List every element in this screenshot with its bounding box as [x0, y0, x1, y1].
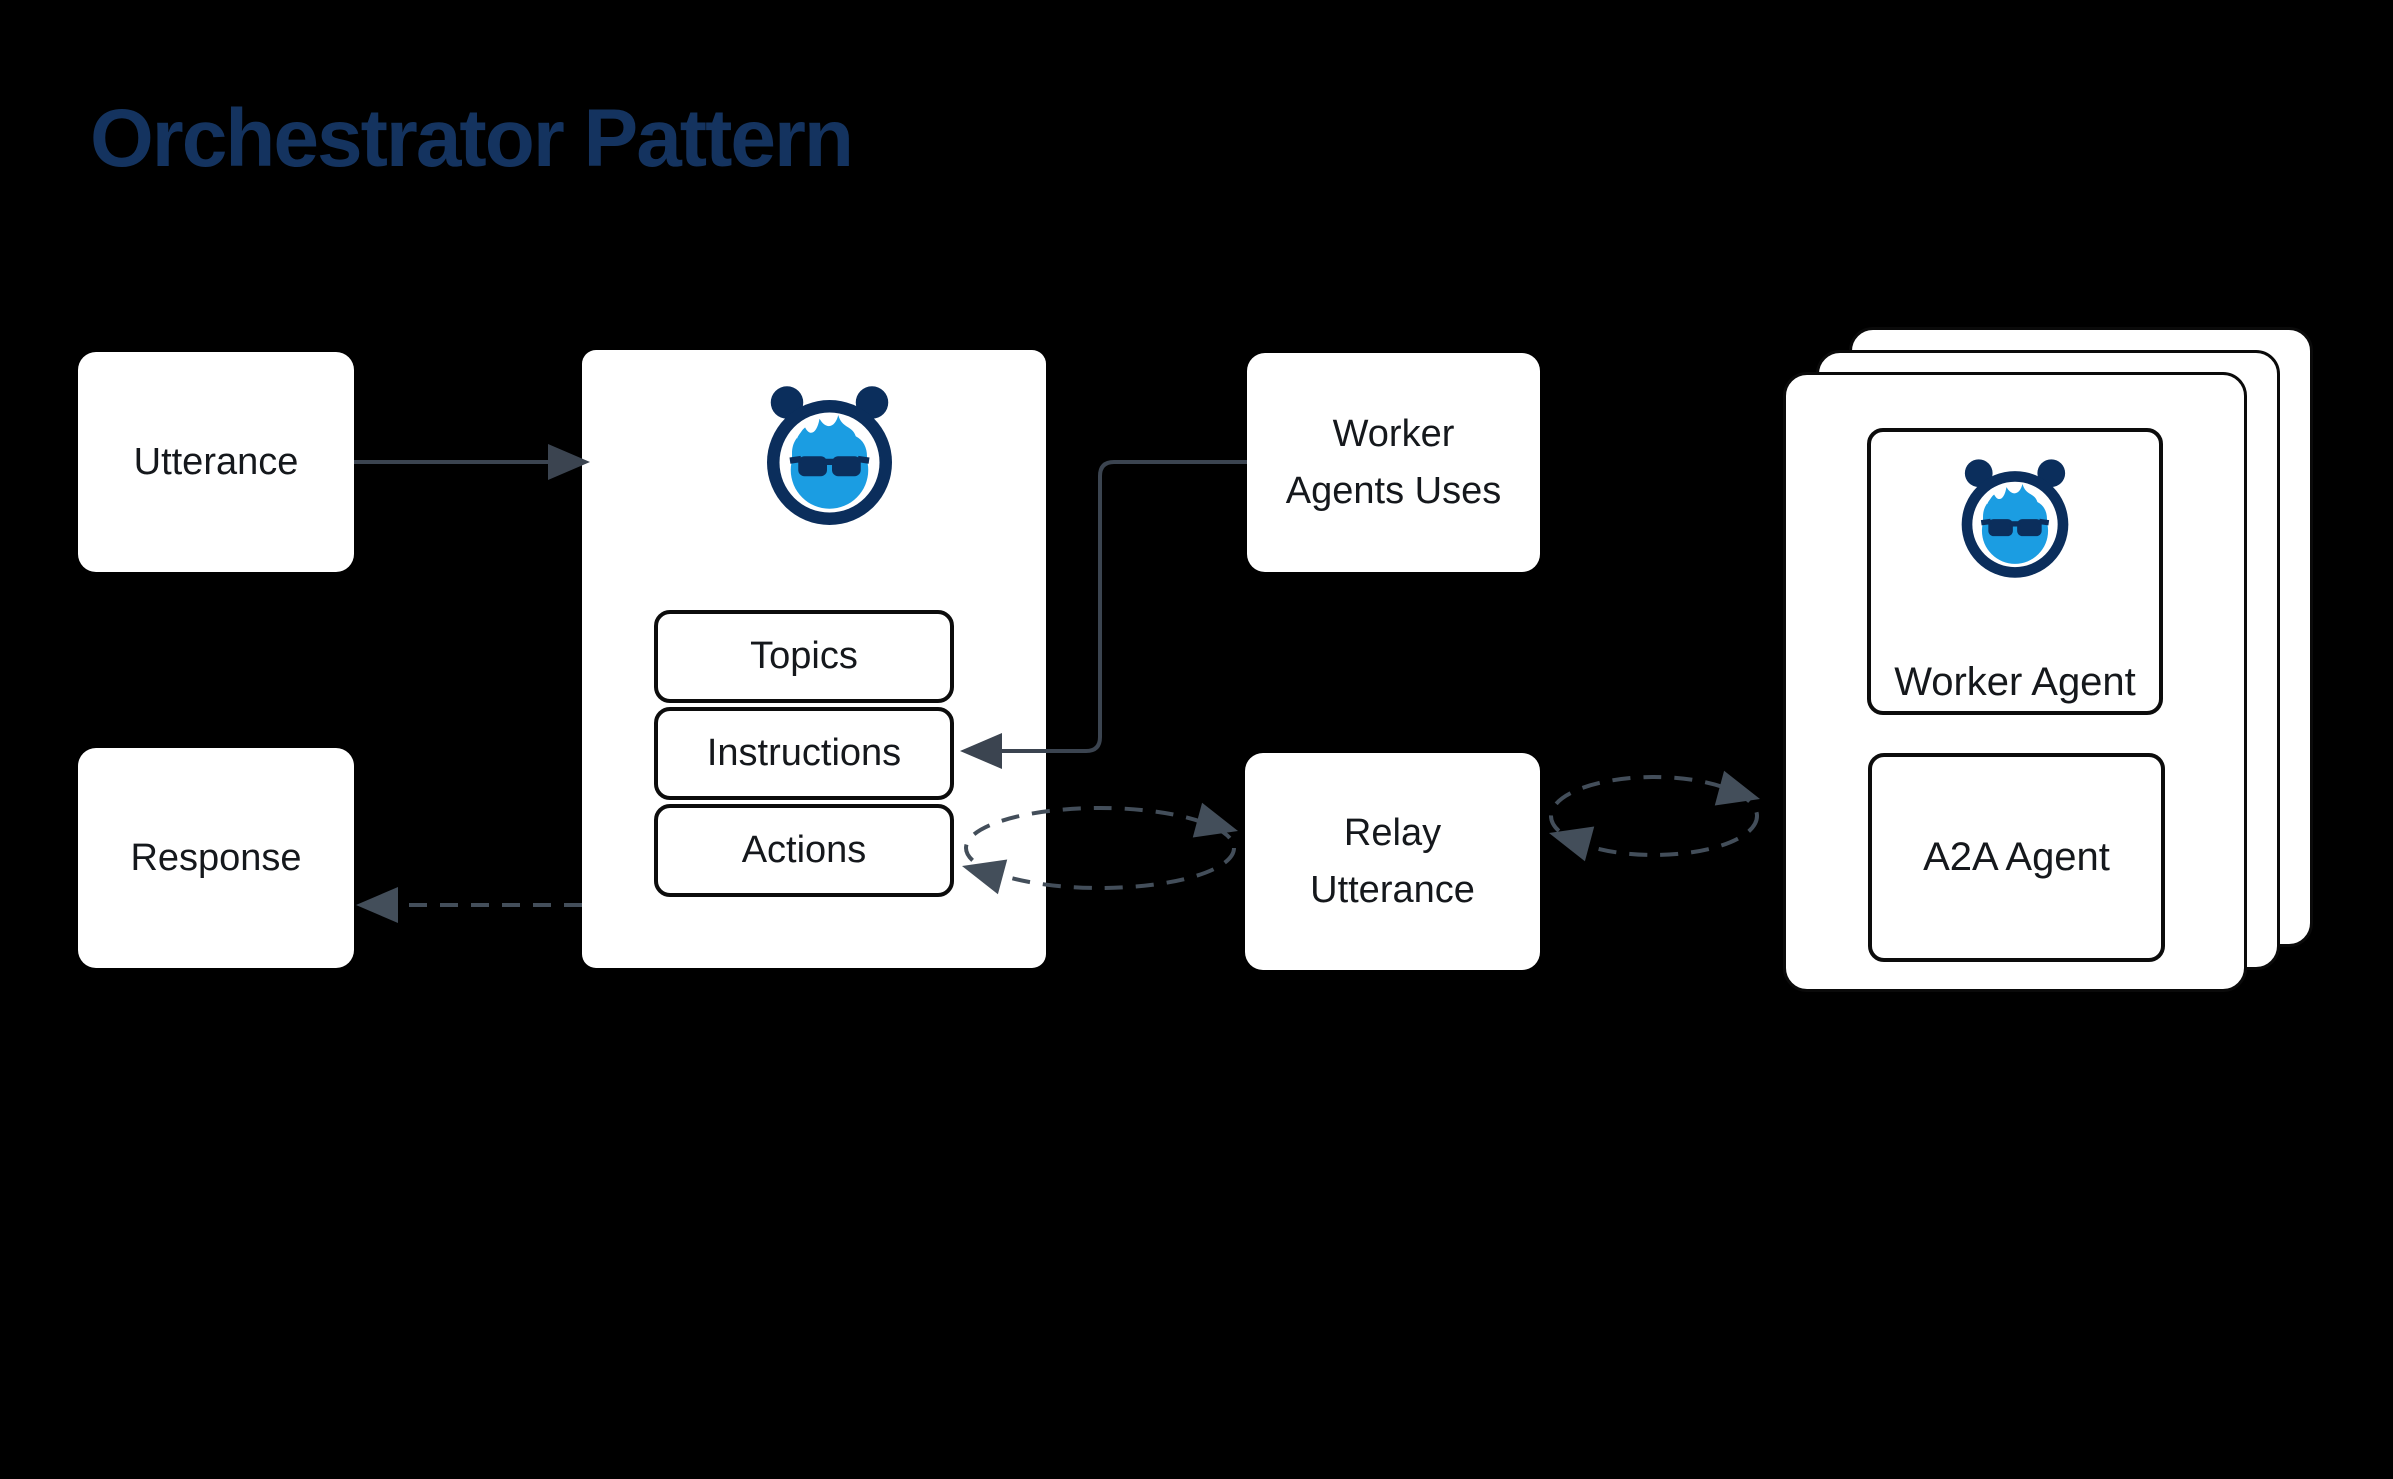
- arrowhead-right-icon: [1192, 802, 1238, 838]
- arrowhead-left-icon: [356, 887, 398, 923]
- arrowhead-left-icon: [1549, 826, 1595, 862]
- page-title: Orchestrator Pattern: [90, 93, 854, 184]
- agent-mascot-icon: [767, 386, 892, 525]
- utterance-label: Utterance: [133, 440, 299, 483]
- actions-node: Actions: [654, 804, 954, 897]
- instructions-node: Instructions: [654, 707, 954, 800]
- connector-relay-workeragent-loop: [1549, 770, 1760, 862]
- connector-orchestrator-to-response: [356, 887, 582, 923]
- worker-agents-uses-node: Worker Agents Uses: [1247, 353, 1540, 572]
- relay-utterance-line2: Utterance: [1310, 868, 1475, 911]
- arrowhead-right-icon: [1714, 770, 1760, 806]
- relay-utterance-node: Relay Utterance: [1245, 753, 1540, 970]
- topics-label: Topics: [750, 635, 858, 677]
- agent-mascot-icon: [1961, 459, 2069, 578]
- utterance-node: Utterance: [78, 352, 354, 572]
- worker-agent-node: Worker Agent: [1867, 428, 2163, 715]
- actions-label: Actions: [741, 829, 867, 871]
- topics-node: Topics: [654, 610, 954, 703]
- orchestrator-capability-stack: Topics Instructions Actions: [654, 610, 954, 901]
- a2a-agent-label: A2A Agent: [1923, 835, 2110, 879]
- instructions-label: Instructions: [706, 732, 902, 774]
- worker-agent-label: Worker Agent: [1894, 660, 2136, 704]
- a2a-agent-node: A2A Agent: [1868, 753, 2165, 962]
- worker-agents-uses-line1: Worker: [1332, 412, 1455, 455]
- response-label: Response: [130, 836, 302, 879]
- worker-agents-uses-line2: Agents Uses: [1285, 469, 1502, 512]
- connector-utterance-to-orchestrator: [354, 444, 590, 480]
- response-node: Response: [78, 748, 354, 968]
- orchestrator-agent-node: Topics Instructions Actions: [582, 350, 1046, 968]
- relay-utterance-line1: Relay: [1343, 811, 1442, 854]
